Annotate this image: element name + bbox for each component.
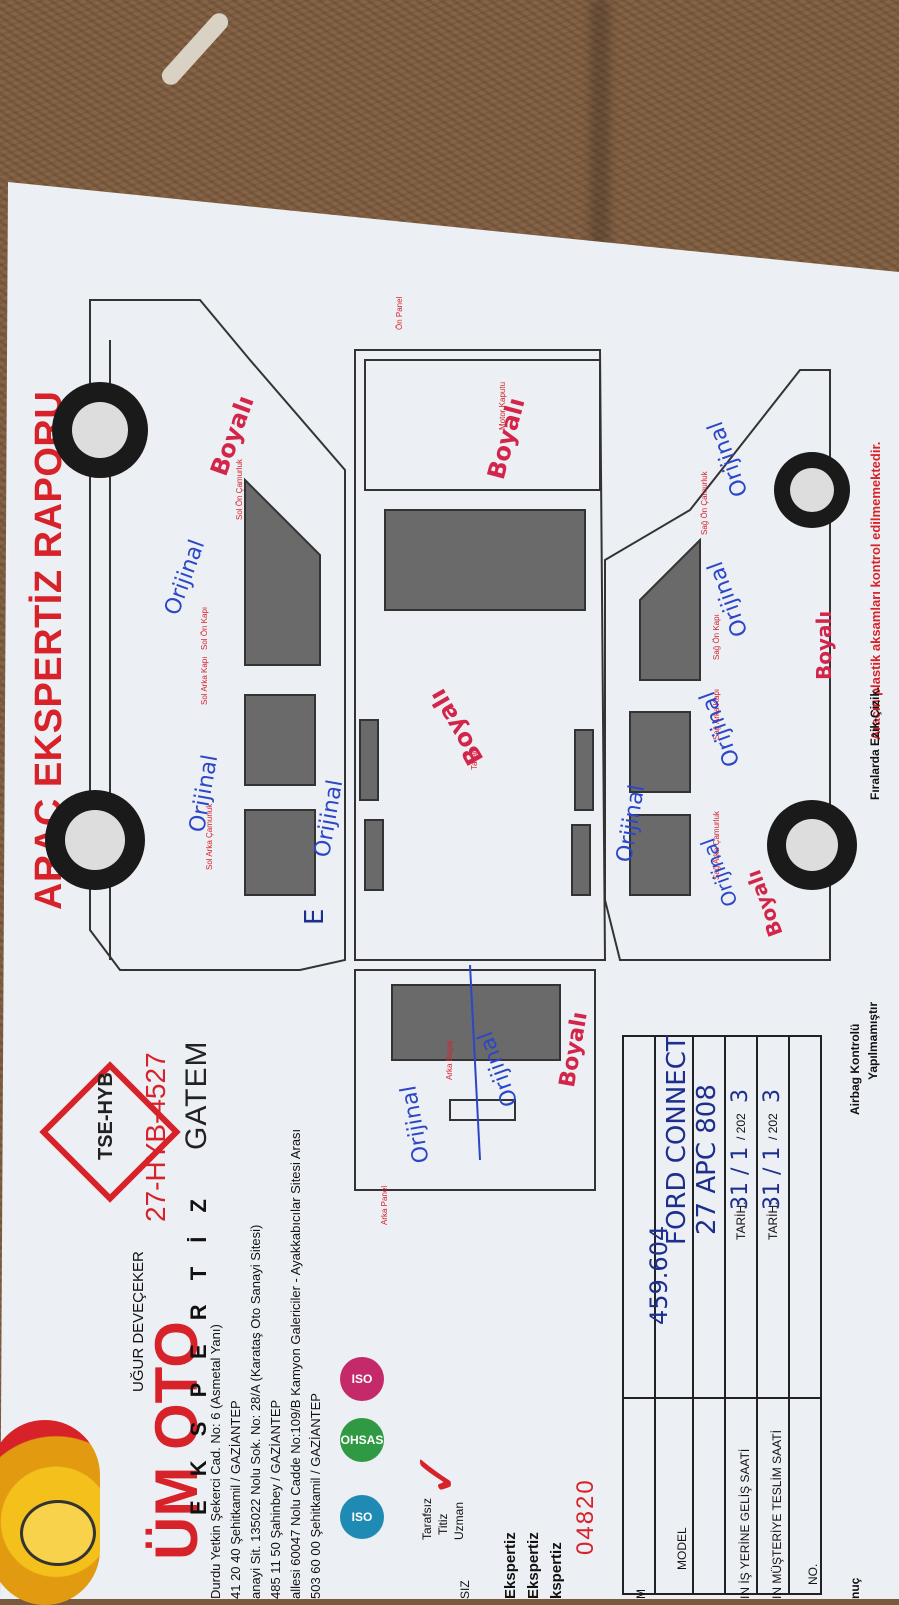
firalarda-note: Fıralarda Ezik-Çizik. xyxy=(868,686,882,800)
wheel-icon xyxy=(52,382,148,478)
note-boyali-right-door: Boyalı xyxy=(812,610,836,680)
airbag-label: Airbag Kontrolü xyxy=(848,1023,862,1115)
right-side-body xyxy=(604,369,831,961)
vehicle-info-table xyxy=(622,1035,822,1595)
roof-side-window xyxy=(574,729,594,811)
table-divider xyxy=(624,1397,820,1399)
iso-badge-icon: ISO xyxy=(340,1495,384,1539)
rear-body xyxy=(354,969,596,1191)
note-e-mark: E xyxy=(300,908,330,925)
roof-body xyxy=(354,349,607,961)
wheel-icon xyxy=(45,790,145,890)
left-window-rear xyxy=(244,694,316,786)
right-window-rear xyxy=(629,711,691,793)
report-paper xyxy=(0,182,899,1599)
left-window-rear-2 xyxy=(244,809,316,896)
right-window-rear-2 xyxy=(629,814,691,896)
table-divider xyxy=(654,1037,656,1593)
wheel-icon xyxy=(774,452,850,528)
nuc-label: nuç xyxy=(848,1577,862,1599)
table-divider xyxy=(788,1037,790,1593)
label-sol-on-kapi: Sol Ön Kapı xyxy=(200,606,209,650)
label-sol-on-camurluk: Sol Ön Çamurluk xyxy=(235,459,244,520)
roof-side-window xyxy=(364,819,384,891)
rear-plate xyxy=(449,1099,516,1121)
roof-side-window xyxy=(571,824,591,896)
wheel-icon xyxy=(767,800,857,890)
label-arka-panel: Arka Panel xyxy=(380,1185,389,1225)
roof-side-window xyxy=(359,719,379,801)
left-front-window xyxy=(244,477,321,666)
blue-ink-line xyxy=(469,964,481,1161)
label-arka-bagaj: Arka Bagaj xyxy=(445,1040,454,1080)
yapilmamistir-label: Yapılmamıştır xyxy=(866,1001,880,1080)
table-divider xyxy=(692,1037,694,1593)
iso-badge-icon: ISO xyxy=(340,1357,384,1401)
label-sag-on-camurluk: Sağ Ön Çamurluk xyxy=(700,471,709,535)
table-divider xyxy=(756,1037,758,1593)
label-sol-arka-kapi: Sol Arka Kapı xyxy=(200,656,209,705)
ohsas-badge-icon: OHSAS xyxy=(340,1418,384,1462)
rear-window xyxy=(391,984,561,1061)
windshield xyxy=(384,509,586,611)
hood-outline xyxy=(364,359,601,491)
table-divider xyxy=(724,1037,726,1593)
label-sag-on-kapi: Sağ Ön Kapı xyxy=(712,614,721,660)
label-on-panel: Ön Panel xyxy=(395,296,404,330)
left-side-body xyxy=(89,299,346,971)
right-front-window xyxy=(639,537,701,681)
carpet-fold xyxy=(590,0,610,250)
logo-car-face-icon xyxy=(20,1500,96,1566)
